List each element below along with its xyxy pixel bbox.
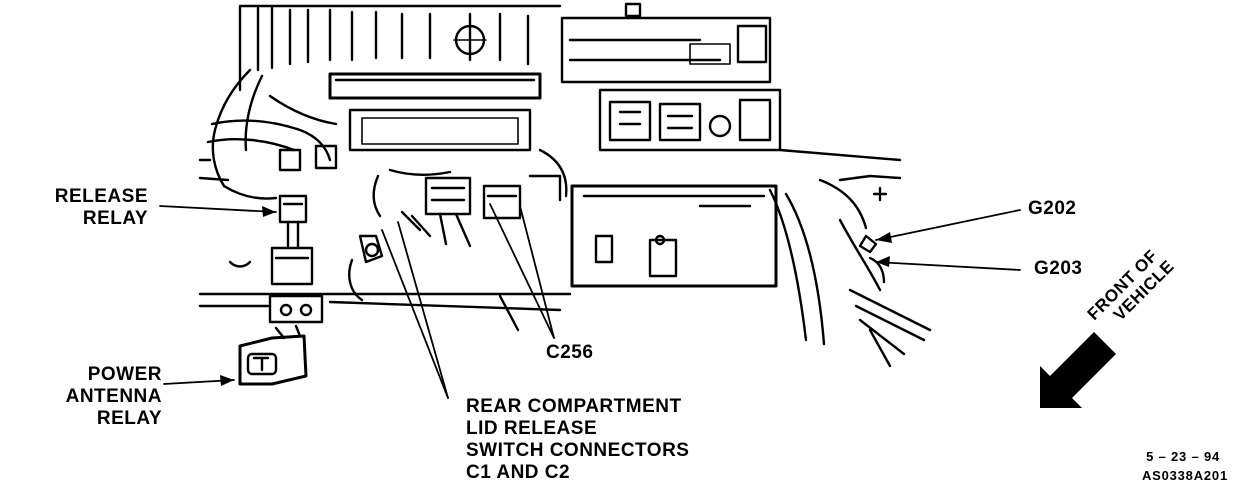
power-antenna-relay-label: POWER ANTENNA RELAY [20,364,162,430]
right-harness-drawing [768,178,932,368]
upper-panel-drawing [238,4,562,152]
front-of-vehicle-arrow [1040,332,1116,408]
rear-compartment-line3: SWITCH CONNECTORS [466,440,690,461]
power-antenna-line2: ANTENNA [65,386,162,407]
g203-text: G203 [1034,258,1083,279]
g203-label: G203 [1034,258,1082,280]
power-antenna-line1: POWER [87,364,162,385]
footer-date: 5 – 23 – 94 [1100,448,1220,465]
leader-arrowheads [220,206,892,386]
g202-label: G202 [1028,198,1076,220]
c256-label: C256 [546,342,593,364]
lower-panel-drawing [570,184,778,288]
c256-text: C256 [546,342,594,363]
module-drawing [453,2,772,84]
release-relay-line2: RELAY [82,208,148,229]
power-antenna-line3: RELAY [96,408,162,429]
rear-compartment-line4: C1 AND C2 [466,462,571,483]
rear-compartment-label: REAR COMPARTMENT LID RELEASE SWITCH CONN… [466,396,689,484]
g202-text: G202 [1028,198,1077,219]
floor-lines-drawing [198,148,902,332]
left-harness-drawing [206,68,338,200]
rear-compartment-line1: REAR COMPARTMENT [466,396,682,417]
release-relay-line1: RELEASE [54,186,148,207]
power-antenna-relay-drawing [238,324,308,386]
release-relay-drawing [268,194,324,324]
rear-compartment-line2: LID RELEASE [466,418,598,439]
center-harness-drawing [348,148,568,302]
footer-code: AS0338A201 [1100,467,1228,484]
footer-date-text: 5 – 23 – 94 [1146,449,1220,464]
release-relay-label: RELEASE RELAY [20,186,148,230]
footer-code-text: AS0338A201 [1141,468,1228,483]
relay-cluster-drawing [598,88,782,152]
